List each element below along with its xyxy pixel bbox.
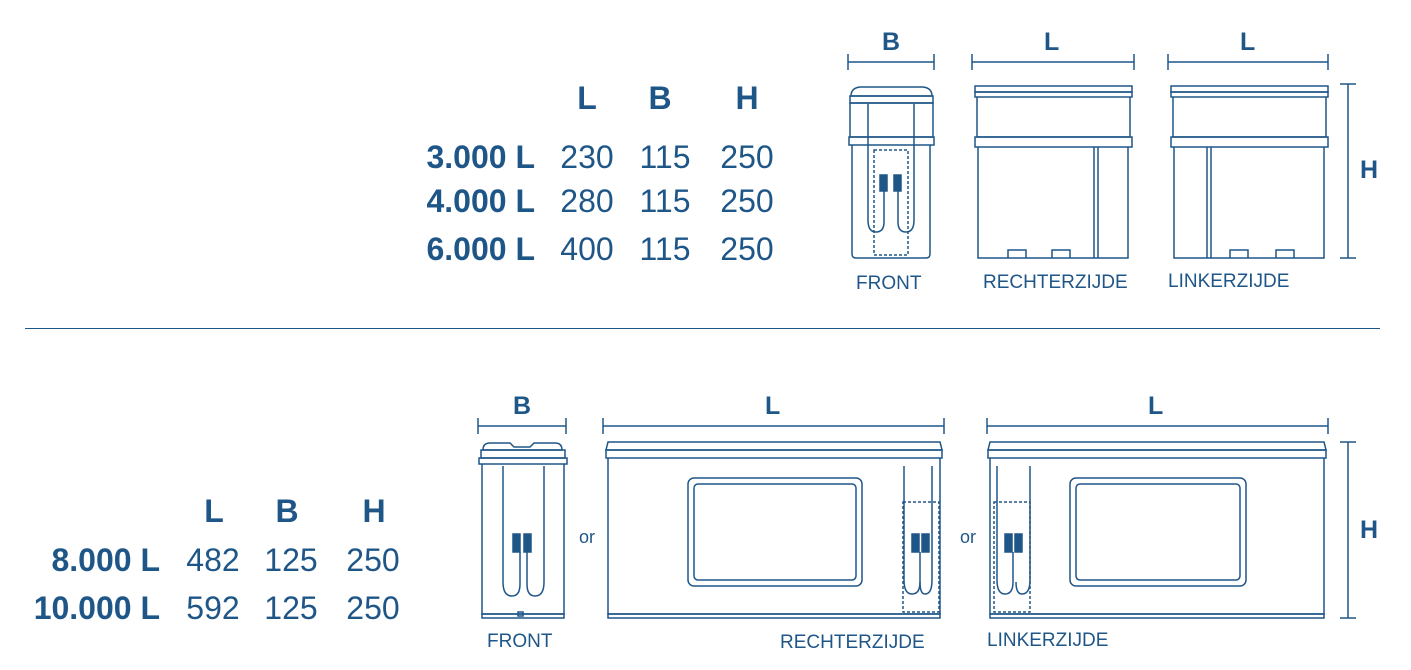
bottom-row-capacity: 10.000 L <box>33 590 160 626</box>
bottom-left-view-label: LINKERZIJDE <box>987 630 1109 651</box>
top-left-side-tank-drawing <box>1170 85 1329 259</box>
top-front-width-dimension <box>847 54 935 70</box>
top-row-b: 115 <box>639 183 691 219</box>
bottom-right-dim-label: L <box>765 392 781 420</box>
bottom-row-l: 592 <box>186 590 240 626</box>
bottom-height-label: H <box>1360 516 1379 544</box>
top-header-l: L <box>577 80 597 116</box>
top-row-b: 115 <box>639 231 691 267</box>
bottom-right-side-tank-drawing <box>605 441 943 619</box>
section-divider <box>25 328 1380 329</box>
top-row-capacity: 3.000 L <box>426 139 535 175</box>
bottom-row-b: 125 <box>264 590 318 626</box>
top-left-dim-label: L <box>1240 28 1256 56</box>
top-right-length-dimension <box>971 54 1135 70</box>
top-height-dimension <box>1340 83 1356 259</box>
bottom-left-length-dimension <box>986 418 1329 434</box>
top-row-h: 250 <box>720 231 774 267</box>
bottom-height-dimension <box>1340 441 1356 619</box>
or-separator-1: or <box>579 527 596 547</box>
bottom-front-view-label: FRONT <box>487 631 553 652</box>
top-front-tank-drawing <box>848 86 935 259</box>
top-right-side-tank-drawing <box>974 85 1133 259</box>
bottom-row-h: 250 <box>346 590 400 626</box>
top-height-label: H <box>1360 156 1379 184</box>
top-row-l: 280 <box>560 183 614 219</box>
top-row-h: 250 <box>720 139 774 175</box>
bottom-front-dim-label: B <box>513 392 532 420</box>
top-front-dim-label: B <box>882 28 901 56</box>
top-row-capacity: 4.000 L <box>426 183 535 219</box>
top-row-capacity: 6.000 L <box>426 231 535 267</box>
bottom-front-width-dimension <box>477 418 567 434</box>
bottom-header-h: H <box>362 493 386 529</box>
top-row-h: 250 <box>720 183 774 219</box>
bottom-header-l: L <box>204 493 224 529</box>
top-row-l: 230 <box>560 139 614 175</box>
bottom-row-capacity: 8.000 L <box>51 542 160 578</box>
bottom-right-length-dimension <box>602 418 945 434</box>
top-right-view-label: RECHTERZIJDE <box>983 272 1128 293</box>
top-header-h: H <box>735 80 759 116</box>
bottom-left-side-tank-drawing <box>987 441 1327 619</box>
top-header-b: B <box>648 80 672 116</box>
bottom-row-l: 482 <box>186 542 240 578</box>
top-front-view-label: FRONT <box>856 273 922 294</box>
bottom-left-dim-label: L <box>1148 392 1164 420</box>
top-row-l: 400 <box>560 231 614 267</box>
top-left-length-dimension <box>1167 54 1329 70</box>
bottom-row-b: 125 <box>264 542 318 578</box>
top-left-view-label: LINKERZIJDE <box>1168 271 1290 292</box>
bottom-header-b: B <box>275 493 299 529</box>
bottom-right-view-label: RECHTERZIJDE <box>780 632 925 653</box>
bottom-row-h: 250 <box>346 542 400 578</box>
top-row-b: 115 <box>639 139 691 175</box>
or-separator-2: or <box>960 527 977 547</box>
top-right-dim-label: L <box>1044 28 1060 56</box>
bottom-front-tank-drawing <box>478 442 568 619</box>
